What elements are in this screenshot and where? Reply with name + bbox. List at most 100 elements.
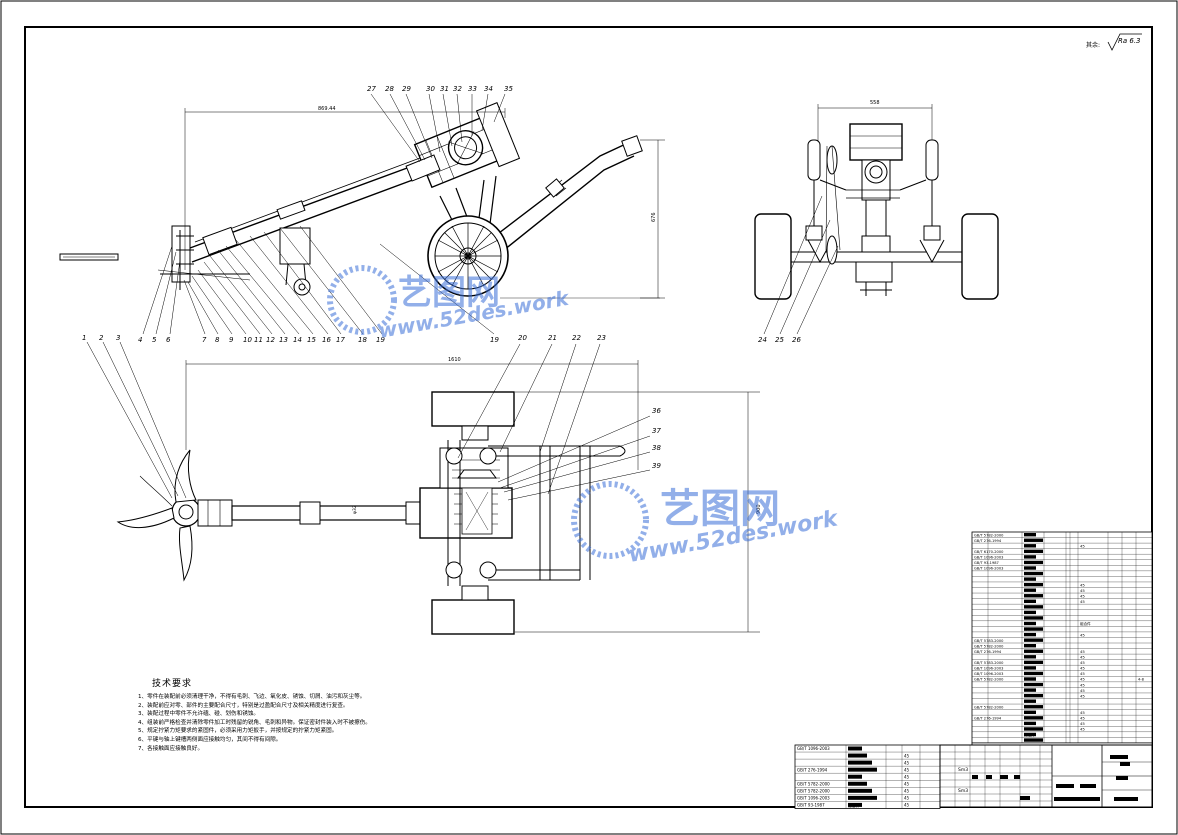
side-view-part-numbers-bottom: 4 5 6 7 8 9 10 11 12 13 14 15 16 17 18 1… <box>138 336 385 344</box>
svg-text:869.44: 869.44 <box>318 106 336 112</box>
bom-note: 铸件 <box>1024 627 1032 632</box>
title-label: Sm3 <box>958 788 968 794</box>
bom-code: GB/T 1096-2003 <box>974 556 1003 560</box>
bom-name-bar <box>1024 677 1036 681</box>
bom-note: 4-8 <box>1138 678 1145 682</box>
bom-name-bar <box>1024 555 1036 559</box>
bom-code: GB/T 93-1987 <box>797 803 825 808</box>
bom-name-bar <box>1024 671 1043 676</box>
side-view-leaders-bottom <box>142 225 495 335</box>
bom-name-bar <box>1024 632 1036 637</box>
bom-code: GB/T 5783-2000 <box>974 639 1004 643</box>
bom-name-bar <box>1024 621 1036 626</box>
svg-text:558: 558 <box>870 100 880 106</box>
tech-req-item-3: 3、装配过程中零件不允许磕、碰、划伤和锈蚀。 <box>138 711 260 718</box>
front-view <box>754 104 999 335</box>
svg-text:8: 8 <box>215 336 220 344</box>
technical-requirements: 技术要求 1、零件在装配前必须清理干净，不得有毛刺、飞边、氧化皮、锈蚀、切屑、油… <box>138 676 658 753</box>
svg-text:29: 29 <box>402 85 411 93</box>
bom-name-bar <box>848 781 867 786</box>
bom-material: 45 <box>1080 666 1085 671</box>
bom-name-bar <box>1024 721 1036 726</box>
bom-name-bar <box>1024 688 1036 692</box>
svg-text:23: 23 <box>597 334 606 342</box>
title-label: Sm3 <box>958 767 968 773</box>
svg-text:39: 39 <box>652 462 661 470</box>
svg-text:7: 7 <box>202 336 207 344</box>
bom-material: 45 <box>1080 660 1085 665</box>
bom-code: GB/T 276-1994 <box>974 539 1002 543</box>
svg-text:9: 9 <box>229 336 234 344</box>
bom-material: 45 <box>1080 716 1085 721</box>
bom-name-bar <box>848 746 862 751</box>
bom-note: 标准件 <box>1024 732 1035 737</box>
tech-req-item-4: 4、组装前严格检查并清除零件加工时残留的锐角、毛刺和异物。保证密封件装入时不被擦… <box>138 719 371 726</box>
svg-text:28: 28 <box>385 85 394 93</box>
svg-text:26: 26 <box>792 336 801 344</box>
svg-text:676: 676 <box>651 212 657 222</box>
bom-code: GB/T 276-1994 <box>974 650 1002 654</box>
bom-name-bar <box>1024 605 1043 609</box>
bom-name-bar <box>848 753 867 758</box>
bom-code: GB/T 5782-2000 <box>797 781 830 786</box>
bom-material: 45 <box>1080 632 1085 637</box>
bom-material: 45 <box>904 753 910 758</box>
bom-material: 45 <box>1080 582 1085 587</box>
bom-material: 45 <box>1080 588 1085 593</box>
bom-code: GB/T 5782-2000 <box>974 678 1004 682</box>
svg-text:10: 10 <box>243 336 252 344</box>
svg-text:12: 12 <box>266 336 275 344</box>
tech-req-title: 技术要求 <box>152 679 193 689</box>
part-number-19: 19 <box>490 336 499 344</box>
front-view-part-numbers: 24 25 26 <box>758 336 801 344</box>
svg-text:38: 38 <box>652 444 661 452</box>
bom-material: 45 <box>1080 688 1085 693</box>
plan-view <box>86 341 760 635</box>
bom-code: GB/T 6170-2000 <box>974 550 1004 554</box>
bom-material: 45 <box>1080 599 1085 604</box>
bom-material: 45 <box>1080 682 1085 687</box>
svg-text:25: 25 <box>775 336 784 344</box>
roughness-symbol-icon <box>1107 33 1142 51</box>
plan-view-part-numbers-top: 1 2 3 20 21 22 23 <box>82 334 606 342</box>
inner-frame <box>24 26 1153 808</box>
bom-code: GB/T 5782-2000 <box>974 644 1004 648</box>
bom-material: 45 <box>1080 721 1085 726</box>
svg-text:15: 15 <box>307 336 316 344</box>
bom-code: GB/T 276-1994 <box>797 767 828 772</box>
bom-material: 45 <box>1080 671 1085 676</box>
svg-text:1: 1 <box>82 334 86 342</box>
svg-text:33: 33 <box>468 85 477 93</box>
svg-text:14: 14 <box>293 336 302 344</box>
bom-name-bar <box>1024 727 1043 731</box>
bom-name-bar <box>1024 566 1036 570</box>
svg-text:6: 6 <box>166 336 171 344</box>
svg-text:艺图网: 艺图网 <box>398 273 500 313</box>
bom-name-bar <box>848 802 862 807</box>
bom-material: 45 <box>904 803 910 808</box>
bom-code: GB/T 5782-2000 <box>797 789 830 794</box>
bom-name-bar <box>1024 610 1036 615</box>
bom-material: 45 <box>1080 544 1085 549</box>
bom-code: GB/T 5783-2000 <box>974 661 1004 665</box>
side-view-part-numbers-top: 27 28 29 30 31 32 33 34 35 <box>367 85 513 93</box>
bom-name-bar <box>1024 710 1036 714</box>
bom-name-bar <box>1024 705 1043 709</box>
bom-name-bar <box>1024 533 1036 537</box>
bom-code: GB/T 5782-2000 <box>974 533 1004 537</box>
svg-text:30: 30 <box>426 85 435 93</box>
bom-name-bar <box>848 795 877 800</box>
tech-req-item-2: 2、装配前应对零、部件的主要配合尺寸，特别是过盈配合尺寸及相关精度进行复查。 <box>138 702 349 709</box>
tech-req-item-7: 7、各接触面应接触良好。 <box>138 745 204 752</box>
svg-text:4: 4 <box>138 336 142 344</box>
bom-name-bar <box>1024 693 1043 698</box>
side-view-leaders-top <box>370 93 506 163</box>
bom-name-bar <box>1024 699 1036 703</box>
bom-name-bar <box>1024 638 1043 642</box>
bom-name-bar <box>1024 682 1043 687</box>
bom-code: GB/T 1096-2003 <box>797 796 830 801</box>
surface-roughness-note: 其余: Ra 6.3 <box>1086 33 1142 51</box>
bom-name-bar <box>1024 660 1043 665</box>
